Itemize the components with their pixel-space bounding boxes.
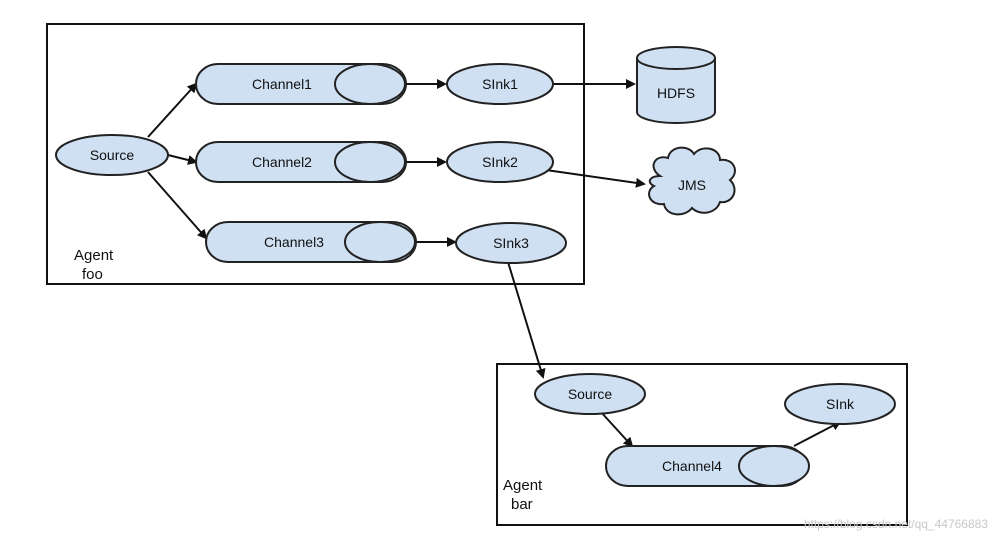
edge-channel4-sink — [793, 421, 842, 447]
bar-sink-node: SInk — [784, 383, 896, 425]
foo-source-node: Source — [55, 134, 169, 176]
agent-bar-label-line2: bar — [511, 496, 533, 513]
channel3-label: Channel3 — [264, 234, 324, 250]
jms-cloud-icon: JMS — [648, 146, 736, 216]
bar-sink-label: SInk — [826, 396, 855, 412]
edges — [147, 79, 842, 448]
channel4-label: Channel4 — [662, 458, 722, 474]
sink3-node: SInk3 — [455, 222, 567, 264]
channel2-label: Channel2 — [252, 154, 312, 170]
edge-bar-source-channel4 — [599, 410, 634, 448]
agent-foo-label-line1: Agent — [74, 247, 114, 264]
sink2-node: SInk2 — [446, 141, 554, 183]
foo-source-label: Source — [90, 147, 135, 163]
sink1-node: SInk1 — [446, 63, 554, 105]
jms-label: JMS — [678, 177, 706, 193]
channel3-node: Channel3 — [205, 221, 417, 263]
hdfs-database-icon: HDFS — [636, 46, 716, 124]
sink1-label: SInk1 — [482, 76, 518, 92]
channel1-label: Channel1 — [252, 76, 312, 92]
channel1-node: Channel1 — [195, 63, 407, 105]
edge-source-channel3 — [147, 171, 208, 240]
edge-sink2-jms — [545, 169, 646, 188]
sink2-label: SInk2 — [482, 154, 518, 170]
edge-source-channel1 — [147, 82, 198, 138]
edge-sink3-bar-source — [507, 261, 546, 379]
sink3-label: SInk3 — [493, 235, 529, 251]
agent-foo-frame — [46, 23, 585, 285]
channel4-node: Channel4 — [605, 445, 810, 487]
agent-bar-label-line1: Agent — [503, 477, 543, 494]
agent-bar-frame — [496, 363, 908, 526]
bar-source-label: Source — [568, 386, 613, 402]
bar-source-node: Source — [534, 373, 646, 415]
channel2-node: Channel2 — [195, 141, 407, 183]
watermark-text: https://blog.csdn.net/qq_44766883 — [804, 517, 988, 531]
hdfs-label: HDFS — [657, 85, 695, 101]
edge-source-channel2 — [167, 154, 198, 165]
agent-foo-label-line2: foo — [82, 266, 103, 283]
